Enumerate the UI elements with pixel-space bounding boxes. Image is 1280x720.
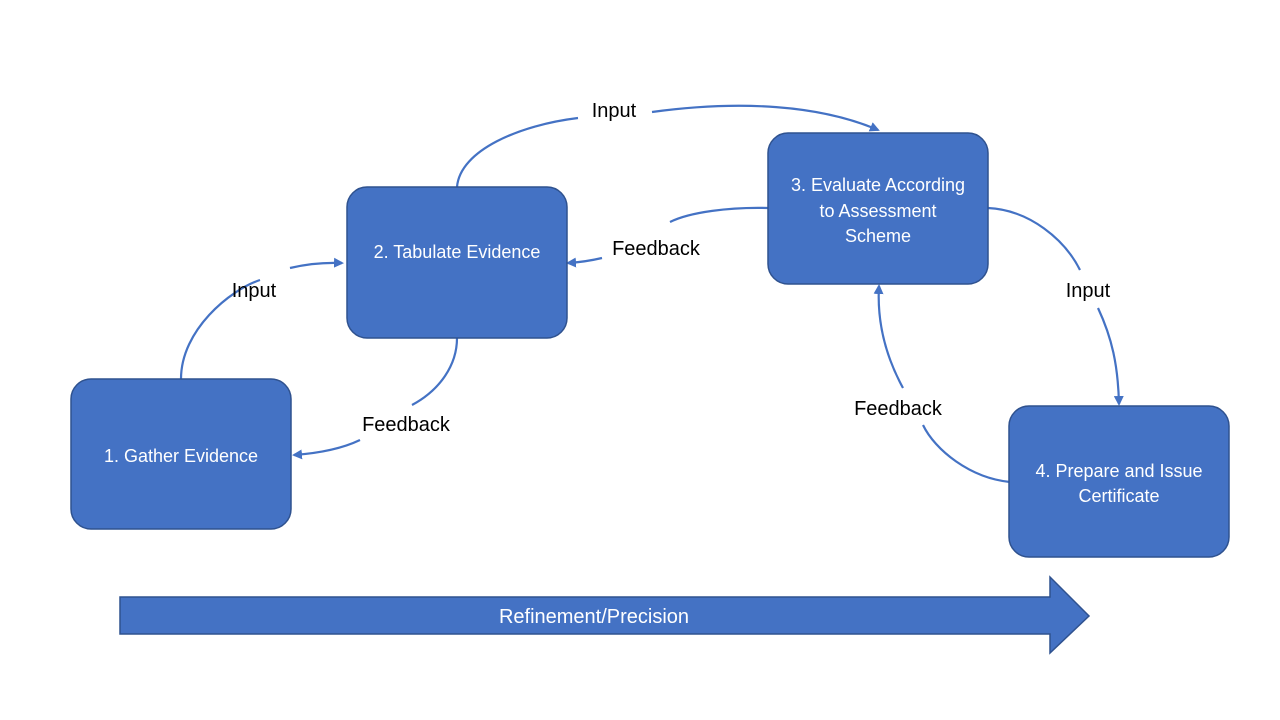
node-evaluate-line-1: 3. Evaluate According xyxy=(791,175,965,195)
edge-gather-to-tabulate-arrow xyxy=(289,257,344,270)
node-tabulate-evidence-label: 2. Tabulate Evidence xyxy=(374,242,541,262)
edge-evaluate-to-tabulate xyxy=(669,206,769,223)
edge-label-tabulate-to-evaluate: Input xyxy=(592,100,637,122)
node-prepare-line-2: Certificate xyxy=(1078,486,1159,506)
edge-label-evaluate-to-tabulate: Feedback xyxy=(612,238,701,260)
edge-tabulate-to-evaluate-arrow xyxy=(651,104,880,132)
edge-tabulate-to-gather xyxy=(411,337,459,406)
edge-tabulate-to-gather-arrow xyxy=(292,439,361,460)
edge-evaluate-to-prepare-arrow xyxy=(1097,307,1124,406)
edge-prepare-to-evaluate xyxy=(922,424,1011,484)
node-prepare-line-1: 4. Prepare and Issue xyxy=(1035,461,1202,481)
edge-prepare-to-evaluate-arrow xyxy=(873,284,904,389)
node-evaluate-assessment: 3. Evaluate According to Assessment Sche… xyxy=(767,132,989,285)
edge-evaluate-to-prepare xyxy=(987,206,1081,271)
edge-tabulate-to-evaluate xyxy=(455,116,579,188)
node-evaluate-line-3: Scheme xyxy=(845,226,911,246)
edge-label-gather-to-tabulate: Input xyxy=(232,280,277,302)
edge-gather-to-tabulate xyxy=(179,278,261,380)
refinement-precision-arrow: Refinement/Precision xyxy=(119,575,1091,655)
edge-evaluate-to-tabulate-arrow xyxy=(566,256,603,268)
edge-label-evaluate-to-prepare: Input xyxy=(1066,280,1111,302)
node-gather-evidence: 1. Gather Evidence xyxy=(70,378,292,530)
edge-label-tabulate-to-gather: Feedback xyxy=(362,414,451,436)
node-evaluate-line-2: to Assessment xyxy=(819,201,936,221)
refinement-precision-label: Refinement/Precision xyxy=(499,606,689,628)
node-tabulate-evidence: 2. Tabulate Evidence xyxy=(346,186,568,339)
edge-label-prepare-to-evaluate: Feedback xyxy=(854,398,943,420)
node-prepare-certificate: 4. Prepare and Issue Certificate xyxy=(1008,405,1230,558)
node-gather-evidence-label: 1. Gather Evidence xyxy=(104,446,258,466)
